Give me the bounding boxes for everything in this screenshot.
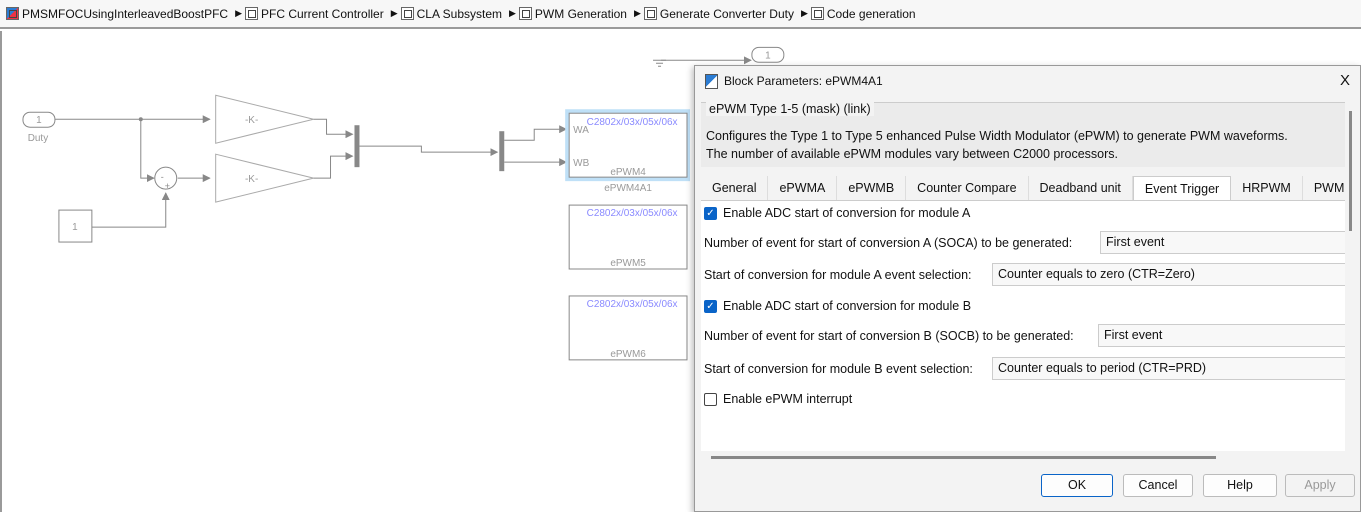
tab-event-trigger[interactable]: Event Trigger [1132,176,1232,200]
horizontal-scrollbar[interactable] [711,456,1216,459]
adc-b-checkbox-row[interactable]: ✓ Enable ADC start of conversion for modu… [704,299,971,313]
block-name: ePWM6 [610,349,646,360]
subsystem-icon [400,7,414,20]
description-line: The number of available ePWM modules var… [706,147,1119,161]
breadcrumb-item[interactable]: CLA Subsystem [400,6,502,21]
breadcrumb-item[interactable]: Generate Converter Duty [643,6,794,21]
checkbox-checked-icon[interactable]: ✓ [704,206,717,220]
block-header: C2802x/03x/05x/06x [587,208,678,219]
field-label: Number of event for start of conversion … [704,236,1073,250]
inport-block[interactable] [22,111,56,128]
sum-block[interactable] [154,166,178,190]
simulink-icon [705,73,718,89]
block-header: C2802x/03x/05x/06x [587,299,678,310]
breadcrumb: PMSMFOCUsingInterleavedBoostPFC ▶ PFC Cur… [0,0,1361,29]
tab-epwma[interactable]: ePWMA [768,176,838,200]
epwm5-block[interactable]: C2802x/03x/05x/06x ePWM5 [568,204,688,270]
port-label: WB [573,158,589,169]
subsystem-icon [518,7,532,20]
crumb-label: PFC Current Controller [261,6,384,21]
constant-value: 1 [72,222,78,233]
subsystem-icon [810,7,824,20]
vertical-scrollbar[interactable] [1349,111,1352,231]
crumb-label: PMSMFOCUsingInterleavedBoostPFC [22,6,229,21]
description-line: Configures the Type 1 to Type 5 enhanced… [706,129,1288,143]
close-button[interactable]: X [1339,72,1350,89]
block-header: C2802x/03x/05x/06x [587,117,678,128]
crumb-label: CLA Subsystem [416,6,502,21]
field-label: Number of event for start of conversion … [704,329,1074,343]
soca-selection-select[interactable]: Counter equals to zero (CTR=Zero) [992,263,1345,286]
tab-deadband-unit[interactable]: Deadband unit [1029,176,1133,200]
sum-sign: + [165,181,170,191]
breadcrumb-item[interactable]: PMSMFOCUsingInterleavedBoostPFC [6,7,228,21]
crumb-label: PWM Generation [534,6,627,21]
outport-block[interactable] [751,46,785,63]
breadcrumb-item[interactable]: PFC Current Controller [245,7,384,21]
subsystem-icon [643,7,657,20]
demux-block[interactable] [499,131,505,172]
epwm6-block[interactable]: C2802x/03x/05x/06x ePWM6 [568,295,688,361]
mux-block[interactable] [354,125,360,168]
socb-event-select[interactable]: First event [1098,324,1345,347]
soca-event-select[interactable]: First event [1100,231,1345,254]
tab-epwmb[interactable]: ePWMB [837,176,907,200]
model-icon [6,7,19,20]
breadcrumb-item[interactable]: Code generation [810,6,916,21]
gain-label: -K- [245,115,258,126]
crumb-label: Code generation [826,6,916,21]
adc-a-checkbox-row[interactable]: ✓ Enable ADC start of conversion for modu… [704,206,970,220]
gain-block[interactable] [215,153,314,203]
block-name: ePWM5 [610,258,646,269]
block-parameters-dialog: Block Parameters: ePWM4A1 X ePWM Type 1-… [694,65,1361,512]
inport-label: Duty [28,133,49,144]
checkbox-checked-icon[interactable]: ✓ [704,299,717,313]
tab-hrpwm[interactable]: HRPWM [1231,176,1303,200]
crumb-label: Generate Converter Duty [659,6,794,21]
help-button[interactable]: Help [1203,474,1277,497]
outport-number: 1 [765,50,771,61]
interrupt-checkbox-row[interactable]: Enable ePWM interrupt [704,392,852,406]
tab-counter-compare[interactable]: Counter Compare [906,176,1029,200]
checkbox-label: Enable ADC start of conversion for modul… [723,299,972,313]
ok-button[interactable]: OK [1041,474,1113,497]
group-title: ePWM Type 1-5 (mask) (link) [706,102,874,116]
event-trigger-panel: ✓ Enable ADC start of conversion for modu… [701,201,1345,451]
chevron-right-icon: ▶ [390,8,398,18]
field-label: Start of conversion for module B event s… [704,362,973,376]
field-label: Start of conversion for module A event s… [704,268,972,282]
constant-block[interactable] [58,209,93,243]
model-canvas[interactable]: 1 Duty -K- -K- - + 1 1 C2802x/03x/05x/06… [0,31,1361,512]
chevron-right-icon: ▶ [800,8,808,18]
tab-pwm[interactable]: PWM [1303,176,1345,200]
gain-block[interactable] [215,94,314,144]
sum-sign: - [161,172,164,182]
dialog-titlebar[interactable]: Block Parameters: ePWM4A1 [695,66,1360,96]
dialog-title: Block Parameters: ePWM4A1 [724,74,883,88]
socb-selection-select[interactable]: Counter equals to period (CTR=PRD) [992,357,1345,380]
chevron-right-icon: ▶ [633,8,641,18]
epwm4-block[interactable]: C2802x/03x/05x/06x WA WB ePWM4 [568,112,688,178]
chevron-right-icon: ▶ [235,8,242,18]
checkbox-unchecked-icon[interactable] [704,392,717,406]
apply-button[interactable]: Apply [1285,474,1355,497]
subsystem-icon [245,7,258,20]
gain-label: -K- [245,174,258,185]
chevron-right-icon: ▶ [509,8,516,18]
port-label: WA [573,125,589,136]
checkbox-label: Enable ADC start of conversion for modul… [723,206,971,220]
tab-bar: General ePWMA ePWMB Counter Compare Dead… [701,176,1345,201]
block-name: ePWM4 [610,167,646,178]
tab-general[interactable]: General [701,176,769,200]
mask-description-group: ePWM Type 1-5 (mask) (link) Configures t… [701,102,1345,167]
inport-number: 1 [36,115,42,126]
checkbox-label: Enable ePWM interrupt [723,392,853,406]
block-label: ePWM4A1 [604,183,652,194]
breadcrumb-item[interactable]: PWM Generation [518,6,627,21]
cancel-button[interactable]: Cancel [1123,474,1193,497]
